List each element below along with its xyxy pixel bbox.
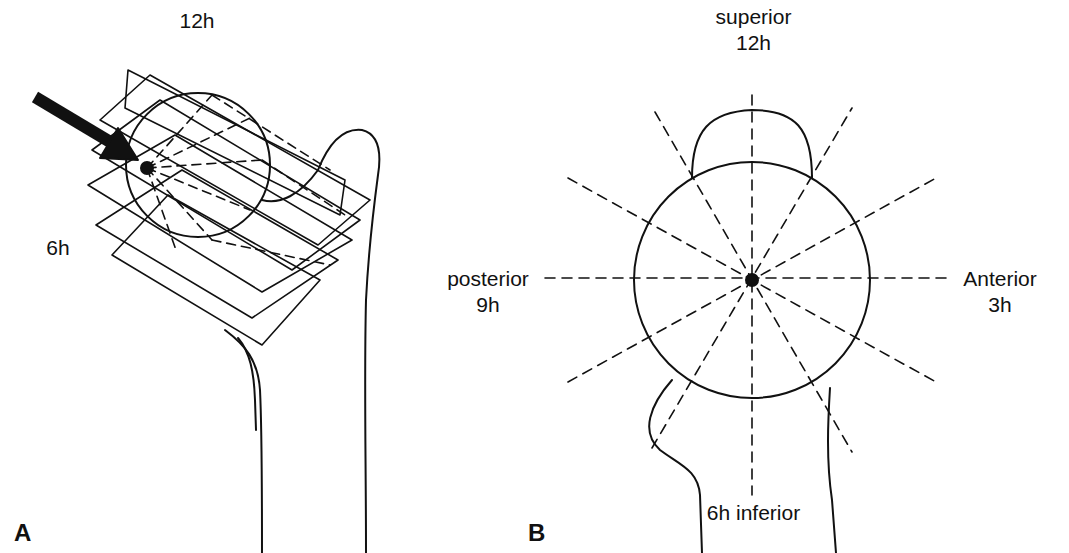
direction-label: posterior 9h [438,266,538,318]
trochanter-outline [262,130,379,553]
direction-label: 6h inferior [706,500,801,526]
femoral-head [126,93,270,237]
shaft-outline [225,330,262,553]
view-arrow [35,97,112,143]
center-dot [746,274,758,286]
arrow-head [100,128,138,160]
panel-letter: A [14,520,44,546]
pivot-dot [141,162,153,174]
radial-lines [147,95,345,265]
clock-label: 6h [38,235,78,261]
clock-lines [545,95,948,495]
shaft-outline [238,338,256,430]
direction-label: Anterior 3h [950,266,1050,318]
panel-letter: B [528,520,558,546]
cutting-planes [88,70,370,345]
clock-label: 12h [172,8,222,34]
neck-outline [649,380,702,553]
direction-label: superior 12h [706,4,801,56]
